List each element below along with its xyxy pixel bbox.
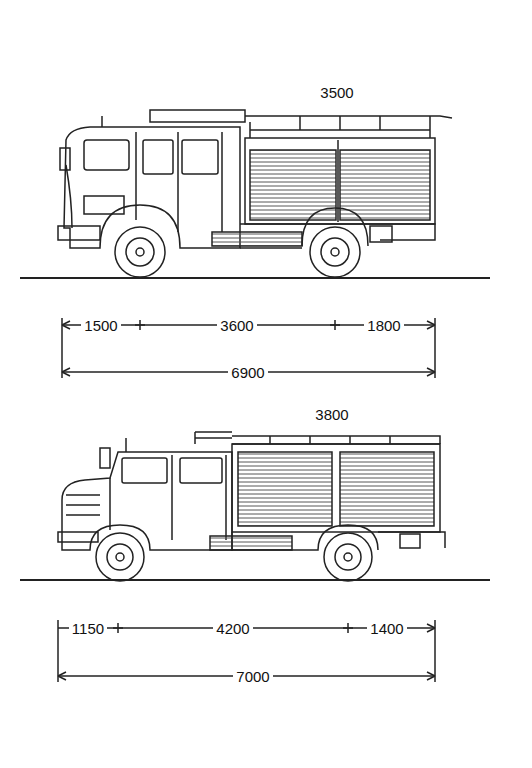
truck-modern-cab xyxy=(20,110,490,278)
dimension-value: 3600 xyxy=(217,317,256,334)
dimension-total: 6900 xyxy=(228,364,267,381)
dimension-height: 3500 xyxy=(317,84,356,101)
dimension-value: 1800 xyxy=(364,317,403,334)
dimension-value: 1400 xyxy=(367,620,406,637)
dimension-height: 3800 xyxy=(312,406,351,423)
dimension-value: 4200 xyxy=(213,620,252,637)
dimension-total: 7000 xyxy=(233,668,272,685)
dimension-value: 1150 xyxy=(69,620,107,637)
dimension-value: 1500 xyxy=(81,317,120,334)
truck-short-hood xyxy=(20,432,490,581)
